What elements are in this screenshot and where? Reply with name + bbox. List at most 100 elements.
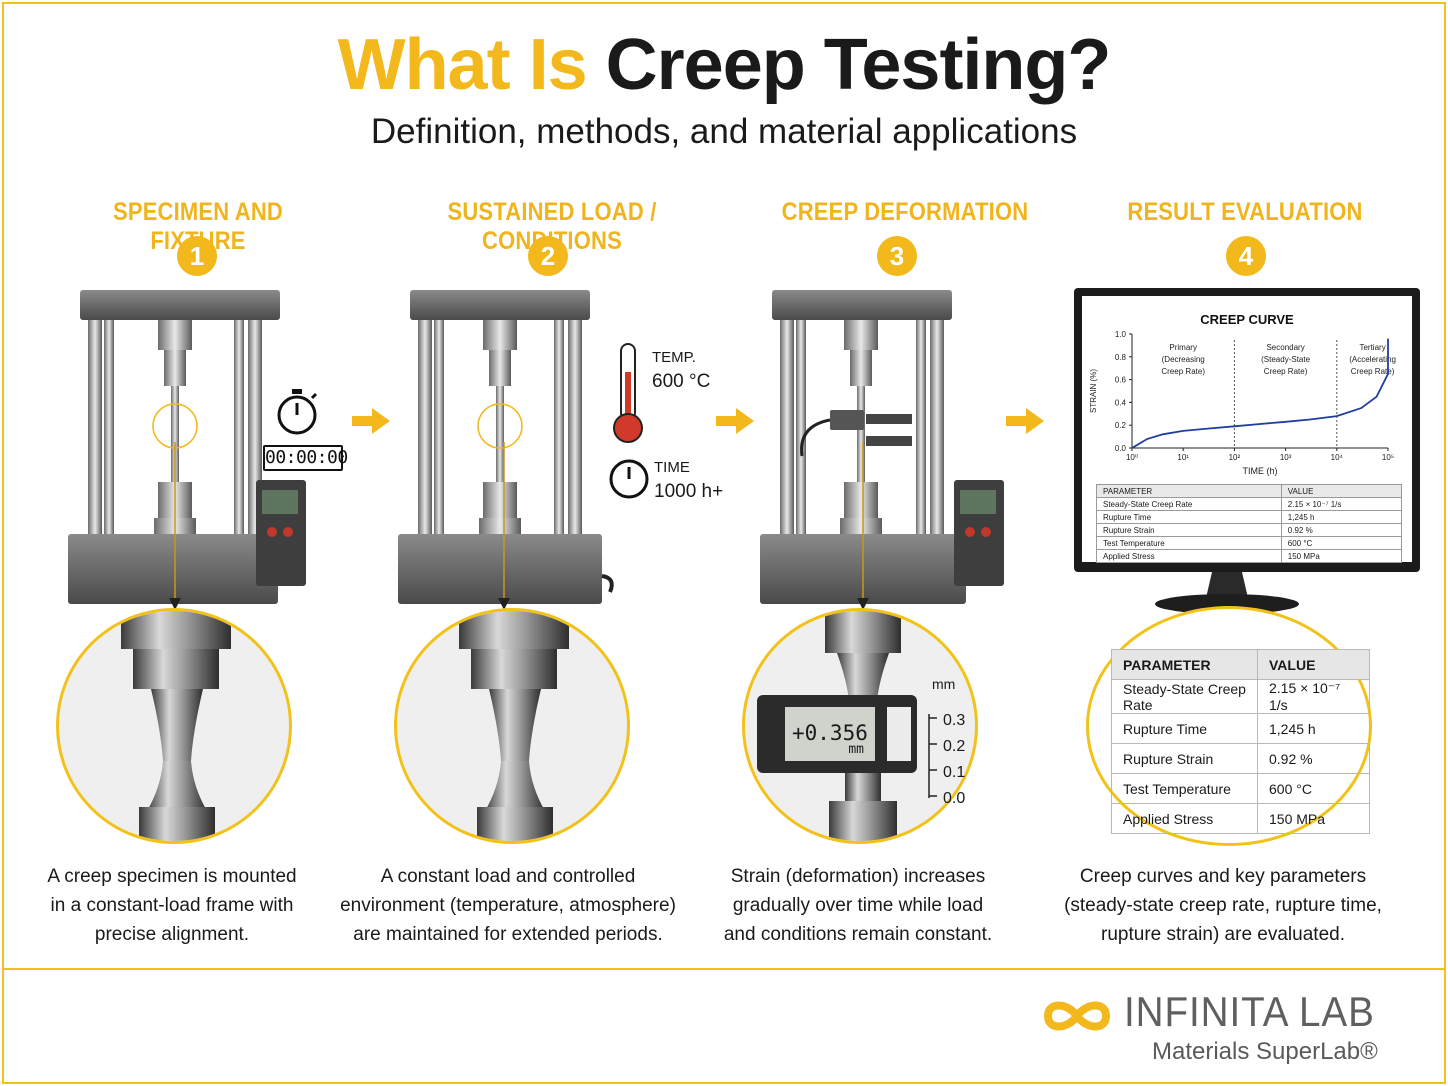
title-main: Creep Testing? — [605, 25, 1112, 105]
scale-ticks: 0.3 0.2 0.1 0.0 — [943, 708, 965, 812]
x-tick-label: 10⁰ — [1126, 453, 1138, 462]
footer-divider — [2, 968, 1446, 970]
timer-display: 00:00:00 — [263, 445, 348, 471]
gauge-value: +0.356 — [792, 721, 868, 745]
table-cell: Steady-State Creep Rate — [1111, 679, 1258, 714]
table-cell: Rupture Time — [1096, 510, 1282, 524]
scale-tick-label: 0.0 — [943, 790, 966, 807]
table-cell: Steady-State Creep Rate — [1096, 497, 1282, 511]
page-title: What Is Creep Testing? — [0, 24, 1448, 106]
description-line: rupture strain) are evaluated. — [1101, 924, 1345, 945]
y-tick-label: 0.4 — [1115, 398, 1127, 407]
x-axis-label: TIME (h) — [1243, 466, 1278, 476]
extensometer-zoom-circle — [742, 608, 978, 844]
time-label-text: TIME — [654, 459, 690, 476]
stage-label: Creep Rate) — [1351, 367, 1395, 376]
temp-value: 600 °C — [652, 371, 711, 392]
table-cell: 1,245 h — [1280, 510, 1403, 524]
chart-title: CREEP CURVE — [1200, 312, 1294, 327]
leader-line — [498, 442, 510, 610]
stage-label: Creep Rate) — [1161, 367, 1205, 376]
table-cell: 150 MPa — [1280, 549, 1403, 563]
y-tick-label: 0.8 — [1115, 353, 1127, 362]
table-header-cell: VALUE — [1280, 484, 1403, 498]
step-4-number: 4 — [1226, 236, 1266, 276]
table-cell: 0.92 % — [1257, 743, 1370, 774]
table-header-cell: PARAMETER — [1096, 484, 1282, 498]
logo-text: INFINITA LAB — [1124, 988, 1375, 1035]
table-cell: Applied Stress — [1096, 549, 1282, 563]
specimen-closeup — [121, 611, 231, 841]
step-1-number: 1 — [177, 236, 217, 276]
table-header-cell: VALUE — [1257, 649, 1370, 680]
description-line: are maintained for extended periods. — [353, 924, 663, 945]
scale-tick-label: 0.2 — [943, 738, 966, 755]
arrow-right-icon — [352, 408, 390, 434]
stage-label: Secondary — [1266, 343, 1304, 352]
scale-tick-label: 0.1 — [943, 764, 966, 781]
step-2-description: A constant load and controlled environme… — [340, 862, 676, 949]
temp-label: TEMP. 600 °C — [652, 346, 710, 394]
specimen-closeup — [459, 611, 569, 841]
stage-label: (Decreasing — [1162, 355, 1205, 364]
thermometer-icon — [613, 343, 643, 443]
step-1-description: A creep specimen is mounted in a constan… — [26, 862, 318, 949]
description-line: A constant load and controlled — [380, 866, 636, 887]
description-line: Creep curves and key parameters — [1079, 866, 1367, 887]
description-line: (steady-state creep rate, rupture time, — [1064, 895, 1382, 916]
step-3-title: CREEP DEFORMATION — [781, 198, 1029, 226]
table-cell: Rupture Time — [1111, 713, 1258, 744]
table-cell: 2.15 × 10⁻⁷ 1/s — [1257, 679, 1370, 714]
y-tick-label: 0.6 — [1115, 376, 1127, 385]
stage-label: Primary — [1169, 343, 1197, 352]
time-label: TIME 1000 h+ — [654, 456, 723, 504]
table-header-cell: PARAMETER — [1111, 649, 1258, 680]
table-cell: 2.15 × 10⁻⁷ 1/s — [1280, 497, 1403, 511]
creep-test-machine-1 — [68, 290, 306, 604]
specimen-zoom-circle-2 — [394, 608, 630, 844]
table-cell: 1,245 h — [1257, 713, 1370, 744]
step-3-description: Strain (deformation) increases gradually… — [708, 862, 1008, 949]
gauge-unit: mm — [848, 742, 864, 757]
x-tick-label: 10¹ — [1177, 453, 1189, 462]
description-line: gradually over time while load — [732, 895, 984, 916]
description-line: A creep specimen is mounted — [47, 866, 297, 887]
x-tick-label: 10⁵ — [1382, 453, 1394, 462]
page-subtitle: Definition, methods, and material applic… — [370, 112, 1078, 151]
step-3-number: 3 — [877, 236, 917, 276]
description-line: Strain (deformation) increases — [730, 866, 986, 887]
title-highlight: What Is — [337, 25, 588, 105]
table-cell: 150 MPa — [1257, 803, 1370, 834]
description-line: environment (temperature, atmosphere) — [340, 895, 676, 916]
temp-label-text: TEMP. — [652, 349, 696, 366]
scale-unit: mm — [932, 676, 956, 692]
stage-label: (Accelerating — [1349, 355, 1396, 364]
stage-label: Tertiary — [1359, 343, 1385, 352]
creep-curve-line — [1131, 338, 1389, 449]
stopwatch-icon — [277, 389, 318, 435]
table-row: PARAMETER VALUE — [1096, 484, 1403, 498]
y-tick-label: 0.0 — [1115, 444, 1127, 453]
x-tick-label: 10⁴ — [1331, 453, 1344, 462]
table-cell: Test Temperature — [1111, 773, 1258, 804]
leader-line — [169, 442, 181, 610]
logo-tagline: Materials SuperLab® — [1152, 1038, 1378, 1065]
x-tick-label: 10³ — [1280, 453, 1292, 462]
table-cell: 0.92 % — [1280, 523, 1403, 537]
table-cell: 600 °C — [1280, 536, 1403, 550]
step-4-description: Creep curves and key parameters (steady-… — [1050, 862, 1396, 949]
x-tick-label: 10² — [1229, 453, 1241, 462]
